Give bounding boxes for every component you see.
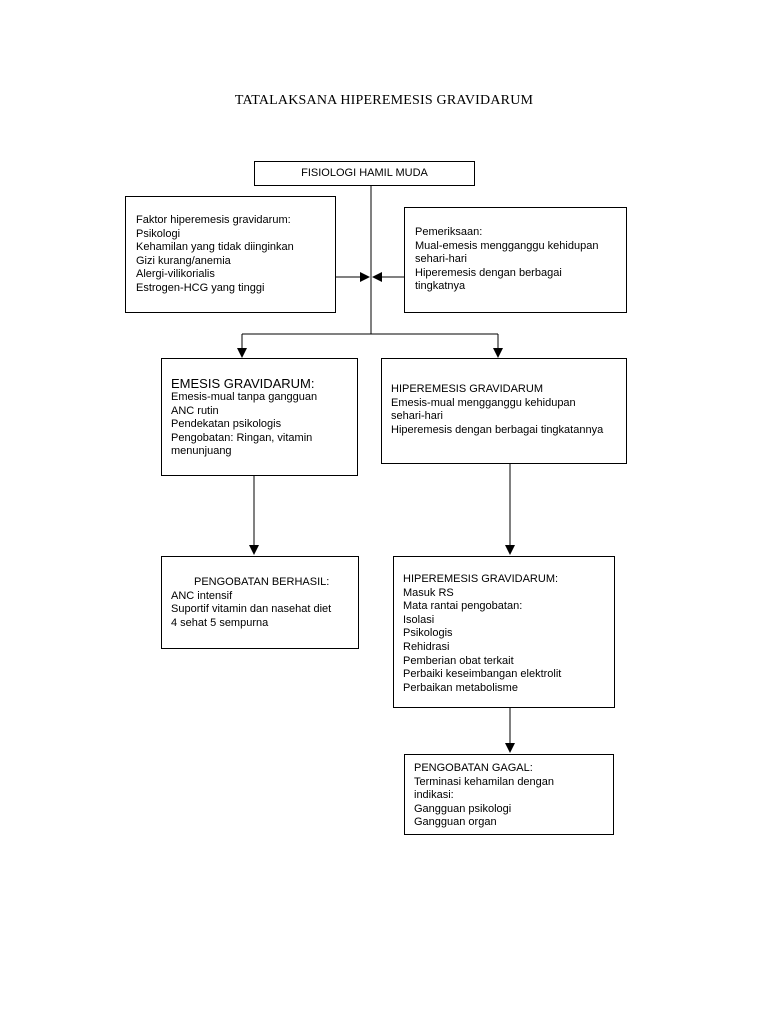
emesis-heading: EMESIS GRAVIDARUM: [171, 376, 315, 391]
berhasil-line-0: ANC intensif [171, 589, 233, 602]
pemeriksaan-line-3: Hiperemesis dengan berbagai [415, 266, 562, 279]
emesis-line-0: Emesis-mual tanpa gangguan [171, 391, 318, 403]
gagal-line-3: Gangguan psikologi [414, 802, 512, 815]
pemeriksaan-line-4: tingkatnya [415, 280, 466, 293]
faktor-line-2: Kehamilan yang tidak diinginkan [136, 241, 294, 254]
emesis-line-1: ANC rutin [171, 404, 219, 417]
diagram-title: TATALAKSANA HIPEREMESIS GRAVIDARUM [234, 93, 534, 108]
gagal-line-0: PENGOBATAN GAGAL: [414, 762, 533, 774]
hiperemesis2-line-8: Perbaikan metabolisme [403, 681, 518, 694]
faktor-line-0: Faktor hiperemesis gravidarum: [136, 214, 291, 226]
hiperemesis1-line-0: HIPEREMESIS GRAVIDARUM [391, 383, 543, 395]
hiperemesis2-line-0: HIPEREMESIS GRAVIDARUM: [403, 573, 559, 585]
faktor-line-1: Psikologi [136, 227, 181, 240]
pemeriksaan-line-1: Mual-emesis mengganggu kehidupan [415, 239, 599, 252]
box-hiperemesis-gravidarum-rs: HIPEREMESIS GRAVIDARUM: Masuk RS Mata ra… [393, 556, 615, 708]
berhasil-line-2: 4 sehat 5 sempurna [171, 616, 269, 629]
box-pengobatan-berhasil: PENGOBATAN BERHASIL: ANC intensif Suport… [161, 556, 359, 649]
hiperemesis1-line-3: Hiperemesis dengan berbagai tingkatannya [391, 423, 604, 436]
hiperemesis2-line-7: Perbaiki keseimbangan elektrolit [403, 668, 562, 681]
pemeriksaan-line-2: sehari-hari [415, 253, 467, 266]
hiperemesis2-line-1: Masuk RS [403, 586, 454, 599]
emesis-line-3: Pengobatan: Ringan, vitamin [171, 431, 313, 444]
gagal-line-4: Gangguan organ [414, 816, 497, 829]
box-pengobatan-gagal: PENGOBATAN GAGAL: Terminasi kehamilan de… [404, 754, 614, 835]
gagal-line-1: Terminasi kehamilan dengan [414, 775, 555, 788]
fisiologi-line-0: FISIOLOGI HAMIL MUDA [301, 167, 428, 179]
faktor-line-3: Gizi kurang/anemia [136, 254, 231, 267]
box-emesis-gravidarum: EMESIS GRAVIDARUM: Emesis-mual tanpa gan… [161, 358, 358, 476]
faktor-line-5: Estrogen-HCG yang tinggi [136, 281, 265, 294]
hiperemesis1-line-1: Emesis-mual mengganggu kehidupan [391, 396, 576, 409]
hiperemesis2-line-5: Rehidrasi [403, 640, 450, 653]
box-faktor: Faktor hiperemesis gravidarum: Psikologi… [125, 196, 336, 313]
berhasil-heading: PENGOBATAN BERHASIL: [194, 576, 330, 588]
hiperemesis2-line-2: Mata rantai pengobatan: [403, 600, 523, 613]
box-hiperemesis-gravidarum: HIPEREMESIS GRAVIDARUM Emesis-mual mengg… [381, 358, 627, 464]
pemeriksaan-line-0: Pemeriksaan: [415, 226, 483, 238]
gagal-line-2: indikasi: [414, 789, 454, 802]
emesis-line-4: menunjuang [171, 445, 232, 458]
hiperemesis2-line-4: Psikologis [403, 627, 453, 640]
berhasil-line-1: Suportif vitamin dan nasehat diet [171, 603, 332, 616]
box-pemeriksaan: Pemeriksaan: Mual-emesis mengganggu kehi… [404, 207, 627, 313]
emesis-line-2: Pendekatan psikologis [171, 418, 282, 431]
hiperemesis2-line-6: Pemberian obat terkait [403, 654, 514, 667]
faktor-line-4: Alergi-vilikorialis [136, 268, 215, 281]
hiperemesis2-line-3: Isolasi [403, 613, 435, 626]
box-fisiologi-hamil-muda: FISIOLOGI HAMIL MUDA [254, 161, 475, 186]
hiperemesis1-line-2: sehari-hari [391, 410, 443, 423]
